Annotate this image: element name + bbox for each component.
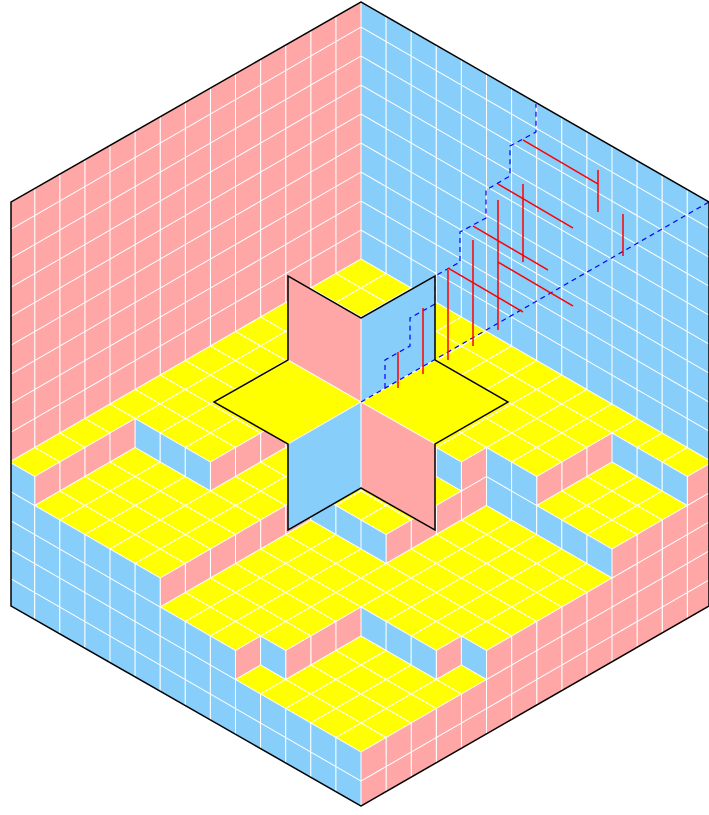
lozenge-tiles	[10, 0, 709, 810]
